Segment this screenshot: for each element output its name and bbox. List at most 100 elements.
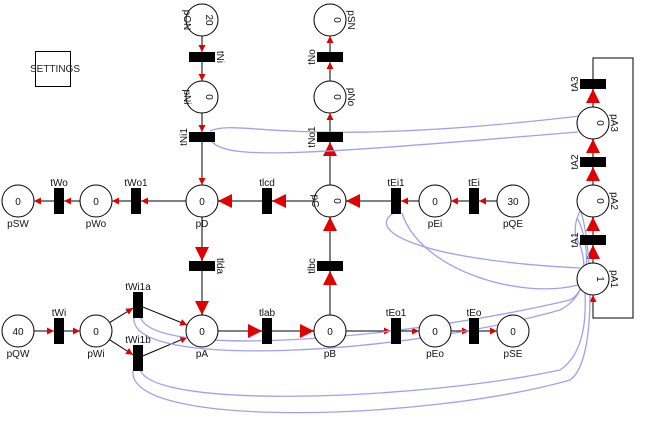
token-count: 0 xyxy=(199,327,205,338)
token-count: 0 xyxy=(203,94,214,100)
transition-label: tlda xyxy=(214,258,225,275)
token-count: 0 xyxy=(331,94,342,100)
transition-tEi1[interactable]: tEi1 xyxy=(387,178,405,214)
transition-label: tWi1b xyxy=(125,335,151,346)
token-count: 40 xyxy=(12,327,24,338)
place-label: pON xyxy=(181,10,192,31)
place-label: pA xyxy=(196,349,209,360)
place-label: pC xyxy=(309,195,320,208)
transition-tlbc[interactable]: tlbc xyxy=(307,258,343,274)
control-arc xyxy=(209,115,581,133)
token-count: 20 xyxy=(203,14,214,26)
place-label: pQW xyxy=(7,349,30,360)
place-label: pSE xyxy=(504,349,523,360)
transition-tlda[interactable]: tlda xyxy=(189,258,225,275)
transition-label: tEi1 xyxy=(387,178,405,189)
token-count: 0 xyxy=(594,198,605,204)
arc-pWi-tWi1a xyxy=(109,307,134,324)
token-count: 0 xyxy=(432,327,438,338)
transition-label: tNo1 xyxy=(307,126,318,148)
transition-tEi[interactable]: tEi xyxy=(468,178,480,214)
place-pQW[interactable]: 40 pQW xyxy=(1,314,35,360)
transition-tNo[interactable]: tNo xyxy=(307,49,343,65)
transition-tWi1a[interactable]: tWi1a xyxy=(125,282,151,318)
token-count: 0 xyxy=(199,197,205,208)
transition-tNi[interactable]: tNi xyxy=(189,51,225,63)
token-count: 0 xyxy=(510,327,516,338)
place-label: pWi xyxy=(87,349,104,360)
control-arc xyxy=(211,131,579,154)
place-label: pEi xyxy=(428,219,442,230)
arc-pWi-tWi1b xyxy=(109,339,134,356)
place-pB[interactable]: 0 pB xyxy=(313,314,347,360)
transition-label: tWo1 xyxy=(124,178,148,189)
transition-tEo[interactable]: tEo xyxy=(466,308,482,344)
place-pQE[interactable]: 30 pQE xyxy=(496,184,530,230)
place-label: pQE xyxy=(503,219,523,230)
transition-tNo1[interactable]: tNo1 xyxy=(307,126,343,148)
transition-label: tNo xyxy=(307,49,318,65)
place-label: pD xyxy=(196,219,209,230)
control-arc xyxy=(385,210,581,269)
transition-label: tEi xyxy=(468,178,480,189)
transition-tNi1[interactable]: tNi1 xyxy=(179,128,215,146)
transition-label: tEo xyxy=(466,308,481,319)
place-label: pSW xyxy=(7,219,29,230)
place-label: pSN xyxy=(345,10,356,29)
transition-label: tWi1a xyxy=(125,282,151,293)
place-pEi[interactable]: 0 pEi xyxy=(418,184,452,230)
token-count: 0 xyxy=(432,197,438,208)
transition-label: tA2 xyxy=(570,154,581,169)
token-count: 0 xyxy=(93,327,99,338)
transition-tWo[interactable]: tWo xyxy=(50,178,68,214)
place-pD[interactable]: 0 pD xyxy=(185,184,219,230)
place-label: pA1 xyxy=(608,270,619,288)
token-count: 0 xyxy=(594,120,605,126)
place-label: pNi xyxy=(181,89,192,104)
transition-label: tEo1 xyxy=(386,308,407,319)
token-count: 30 xyxy=(507,197,519,208)
transition-tWo1[interactable]: tWo1 xyxy=(124,178,148,214)
place-pNi[interactable]: 0 pNi xyxy=(181,80,219,114)
place-pWi[interactable]: 0 pWi xyxy=(79,314,113,360)
place-label: pB xyxy=(324,349,337,360)
place-label: pWo xyxy=(86,219,107,230)
transition-label: tlab xyxy=(259,308,276,319)
transition-layer: tNi tNi1 tNo tNo1 tWo tWo1 tlcd tEi1 tEi tlda tlbc… xyxy=(50,49,606,371)
transition-tWi1b[interactable]: tWi1b xyxy=(125,335,151,371)
place-pSE[interactable]: 0 pSE xyxy=(496,314,530,360)
control-arc xyxy=(139,289,586,397)
transition-tlcd[interactable]: tlcd xyxy=(259,178,275,214)
transition-tEo1[interactable]: tEo1 xyxy=(386,308,407,344)
transition-label: tNi xyxy=(214,51,225,63)
transition-label: tA1 xyxy=(570,232,581,247)
place-pA[interactable]: 0 pA xyxy=(185,314,219,360)
transition-tlab[interactable]: tlab xyxy=(259,308,276,344)
transition-tWi[interactable]: tWi xyxy=(52,308,66,344)
transition-label: tNi1 xyxy=(179,128,190,146)
place-pC[interactable]: 0 pC xyxy=(309,184,347,218)
arc-tWi1b-pA xyxy=(142,336,188,357)
transition-label: tlbc xyxy=(307,258,318,274)
place-pON[interactable]: 20 pON xyxy=(181,3,219,37)
transition-tA2[interactable]: tA2 xyxy=(570,154,606,170)
token-count: 0 xyxy=(331,198,342,204)
place-label: pNo xyxy=(345,88,356,107)
transition-tA3[interactable]: tA3 xyxy=(570,76,606,92)
token-count: 1 xyxy=(594,276,605,282)
token-count: 0 xyxy=(327,327,333,338)
transition-tA1[interactable]: tA1 xyxy=(570,232,606,248)
arc-layer xyxy=(34,36,634,357)
transition-label: tA3 xyxy=(570,76,581,91)
settings-button[interactable] xyxy=(35,51,71,87)
